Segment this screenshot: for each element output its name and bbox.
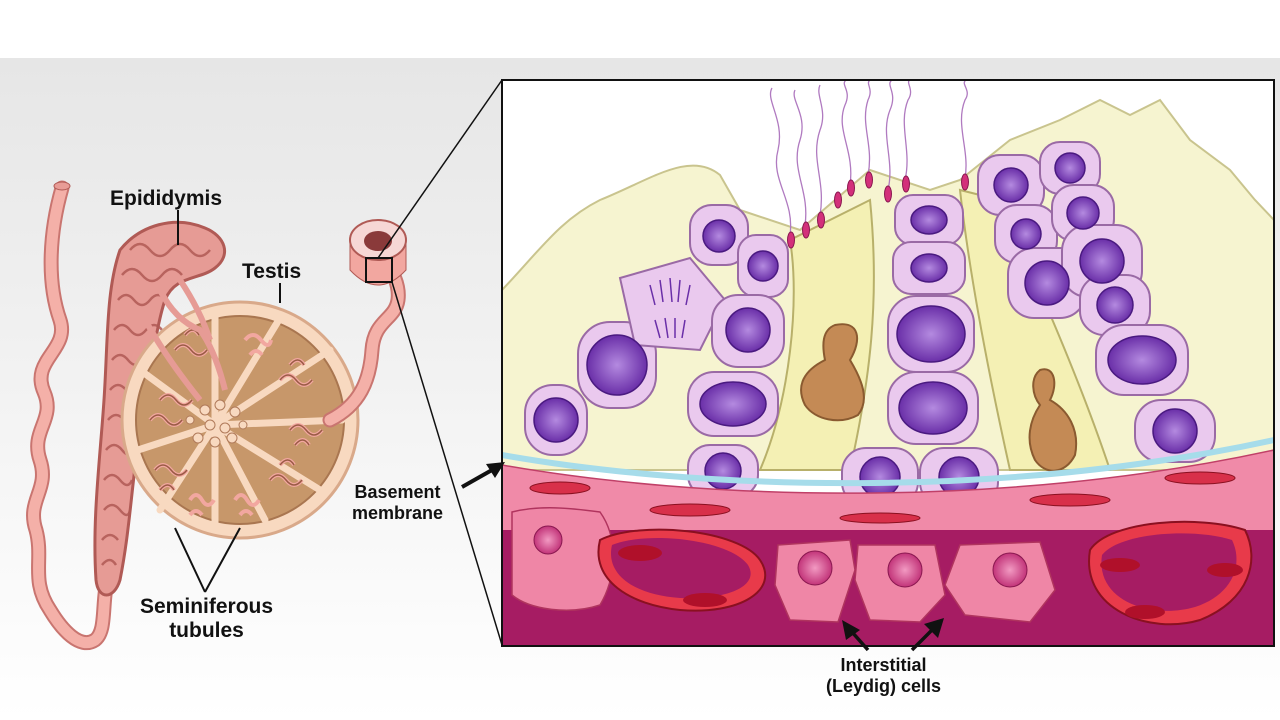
zoom-box: [365, 257, 393, 283]
sperm-heads: [787, 171, 969, 249]
label-interstitial-cells: Interstitial (Leydig) cells: [826, 655, 942, 696]
testis-illustration: [26, 79, 503, 651]
sertoli-nucleus-1: [800, 323, 865, 422]
histology-panel: [501, 79, 1275, 647]
blood-vessels: [597, 520, 1253, 626]
basement-membrane-arrow: [461, 462, 505, 489]
tubule-cross-section: [349, 219, 407, 286]
leydig-arrow-2: [910, 618, 944, 652]
seminiferous-pointer-1: [174, 527, 206, 593]
myoid-layer: [501, 449, 1275, 546]
leydig-arrow-1: [842, 620, 870, 652]
sertoli-nucleus-2: [1028, 368, 1078, 472]
label-testis: Testis: [242, 260, 302, 283]
label-basement-membrane: Basement membrane: [352, 482, 444, 523]
basement-membrane: [501, 437, 1275, 487]
germ-cells: [524, 141, 1216, 507]
rete-testis: [185, 399, 248, 448]
label-seminiferous-tubules: Seminiferous tubules: [140, 595, 274, 643]
label-epididymis: Epididymis: [110, 187, 223, 210]
seminiferous-pointer-2: [204, 527, 241, 593]
sperm-tails: [769, 79, 968, 236]
